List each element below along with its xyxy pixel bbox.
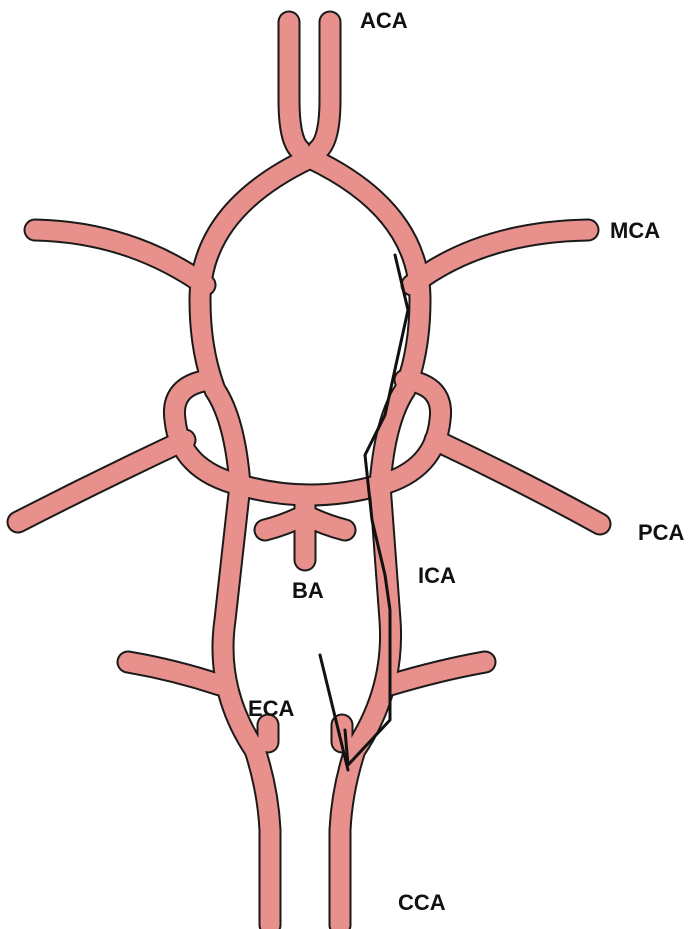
label-eca: ECA [248, 696, 295, 721]
label-ica: ICA [418, 563, 456, 588]
label-ba: BA [292, 578, 324, 603]
label-pca: PCA [638, 520, 685, 545]
label-mca: MCA [610, 218, 660, 243]
label-cca: CCA [398, 890, 446, 915]
label-aca: ACA [360, 8, 408, 33]
